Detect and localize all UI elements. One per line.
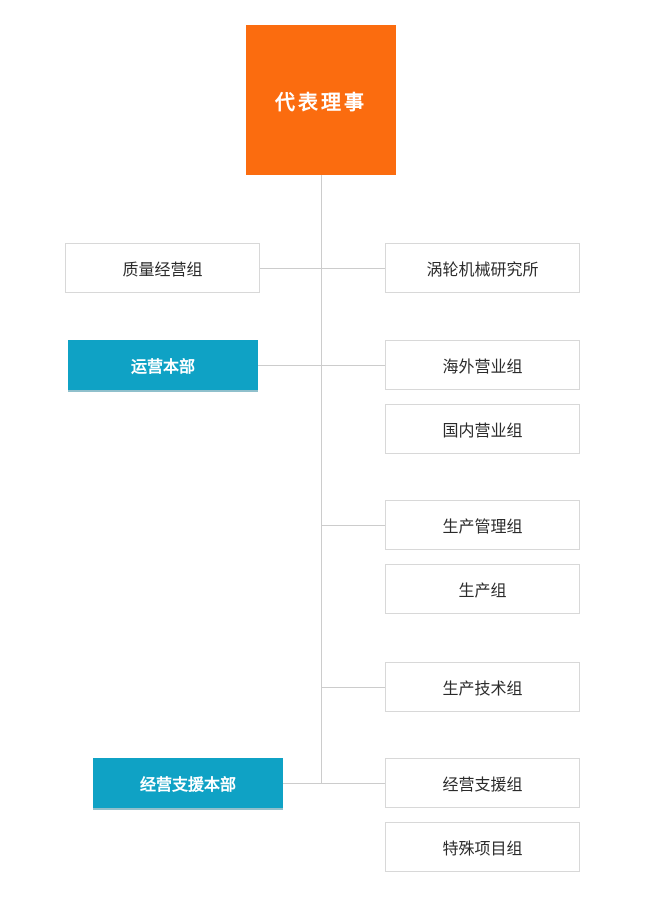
node-special-projects-group: 特殊项目组: [385, 822, 580, 872]
connector-row-production-technology: [321, 687, 385, 688]
node-management-support-group-label: 经营支援组: [442, 775, 523, 794]
node-overseas-sales-group-label: 海外营业组: [442, 357, 523, 376]
node-domestic-sales-group-label: 国内营业组: [442, 421, 523, 440]
node-operations-division: 运营本部: [68, 340, 258, 390]
connector-trunk-vertical: [321, 175, 322, 783]
node-representative-director: 代表理事: [246, 25, 396, 175]
connector-row-production-management: [321, 525, 385, 526]
node-quality-management-group-label: 质量经营组: [122, 260, 203, 279]
node-special-projects-group-label: 特殊项目组: [442, 839, 523, 858]
node-production-technology-group-label: 生产技术组: [442, 679, 523, 698]
node-management-support-division-label: 经营支援本部: [139, 775, 236, 794]
node-turbomachinery-research-institute: 涡轮机械研究所: [385, 243, 580, 293]
connector-row-management-support: [283, 783, 385, 784]
connector-row-operations-overseas: [258, 365, 385, 366]
node-production-group: 生产组: [385, 564, 580, 614]
node-overseas-sales-group: 海外营业组: [385, 340, 580, 390]
node-production-group-label: 生产组: [458, 581, 507, 600]
connector-row-quality-research: [260, 268, 385, 269]
node-representative-director-label: 代表理事: [275, 89, 367, 114]
node-management-support-group: 经营支援组: [385, 758, 580, 808]
node-production-technology-group: 生产技术组: [385, 662, 580, 712]
node-production-management-group: 生产管理组: [385, 500, 580, 550]
node-management-support-division: 经营支援本部: [93, 758, 283, 808]
node-quality-management-group: 质量经营组: [65, 243, 260, 293]
node-production-management-group-label: 生产管理组: [442, 517, 523, 536]
node-domestic-sales-group: 国内营业组: [385, 404, 580, 454]
node-turbomachinery-research-institute-label: 涡轮机械研究所: [426, 260, 539, 279]
node-operations-division-label: 运营本部: [130, 357, 195, 376]
